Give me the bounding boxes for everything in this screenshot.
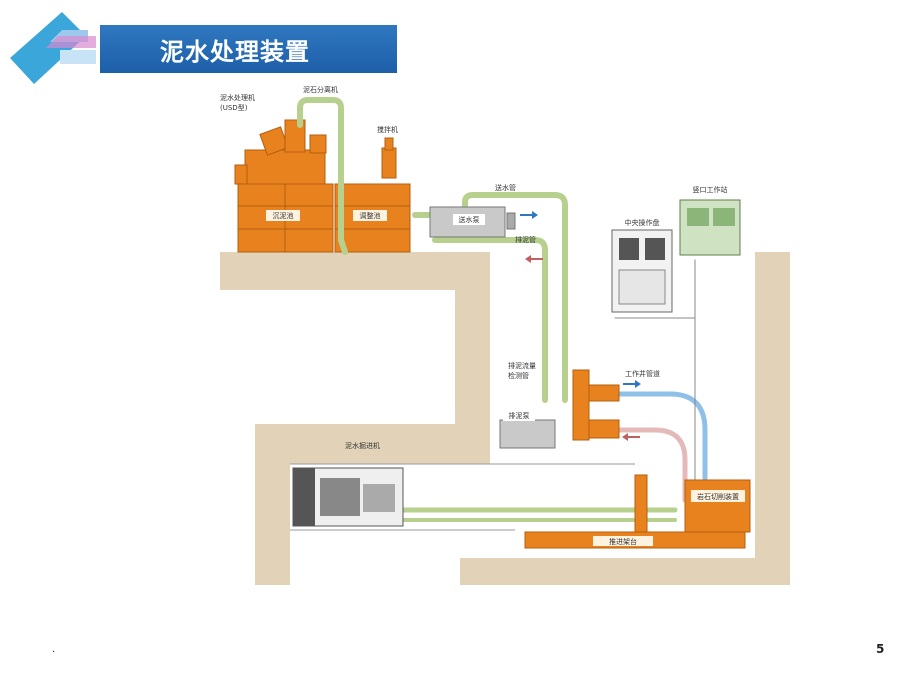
mud-treatment-diagram: 沉泥池 调整池 — [220, 85, 790, 585]
rock-crusher: 岩石切削装置 — [684, 479, 751, 533]
sand-separator-label: 泥石分离机 — [303, 85, 338, 94]
flow-valves — [572, 369, 620, 441]
drain-pipe-label: 排泥管 — [515, 235, 536, 244]
shield-machine — [292, 467, 404, 527]
mud-processor-label: 泥水处理机 — [220, 93, 255, 102]
shaft-station: 竖口工作站 — [679, 185, 741, 256]
adjust-tank-label: 调整池 — [360, 211, 381, 220]
rock-crusher-label: 岩石切削装置 — [697, 492, 739, 501]
jacking-frame-label: 推进架台 — [609, 537, 637, 546]
central-control-label: 中央操作盘 — [625, 218, 660, 227]
shaft-station-label: 竖口工作站 — [693, 185, 728, 194]
soil-ground — [220, 252, 790, 585]
corner-decoration — [10, 12, 96, 84]
drain-pump: 排泥泵 — [499, 411, 556, 449]
slide-title: 泥水处理装置 — [160, 38, 310, 66]
settling-tank-label: 沉泥池 — [273, 211, 294, 220]
shield-machine-label: 泥水掘进机 — [345, 441, 380, 450]
mixer-label: 搅拌机 — [377, 125, 398, 134]
mixer-machine — [381, 137, 397, 179]
feed-pipe-label: 送水管 — [495, 183, 516, 192]
drain-pump-label: 排泥泵 — [509, 411, 530, 420]
footer-mark: . — [52, 644, 56, 655]
shaft-pipe-label: 工作井管道 — [625, 369, 660, 378]
central-control-panel: 中央操作盘 — [611, 218, 673, 313]
flow-meter-label-2: 检测管 — [508, 371, 529, 380]
mud-processor-machine — [234, 119, 327, 185]
flow-arrows — [520, 211, 641, 441]
adjust-tank: 调整池 — [334, 183, 411, 253]
page-number: 5 — [876, 642, 885, 656]
jacking-frame: 推进架台 — [524, 474, 746, 549]
feed-pump-label: 送水泵 — [459, 215, 480, 224]
mud-processor-sub-label: (USD型) — [220, 103, 248, 112]
flow-meter-label-1: 排泥流量 — [508, 361, 536, 370]
title-bar: 泥水处理装置 — [100, 25, 397, 73]
settling-tank: 沉泥池 — [237, 183, 334, 253]
feed-pump: 送水泵 — [429, 206, 516, 238]
